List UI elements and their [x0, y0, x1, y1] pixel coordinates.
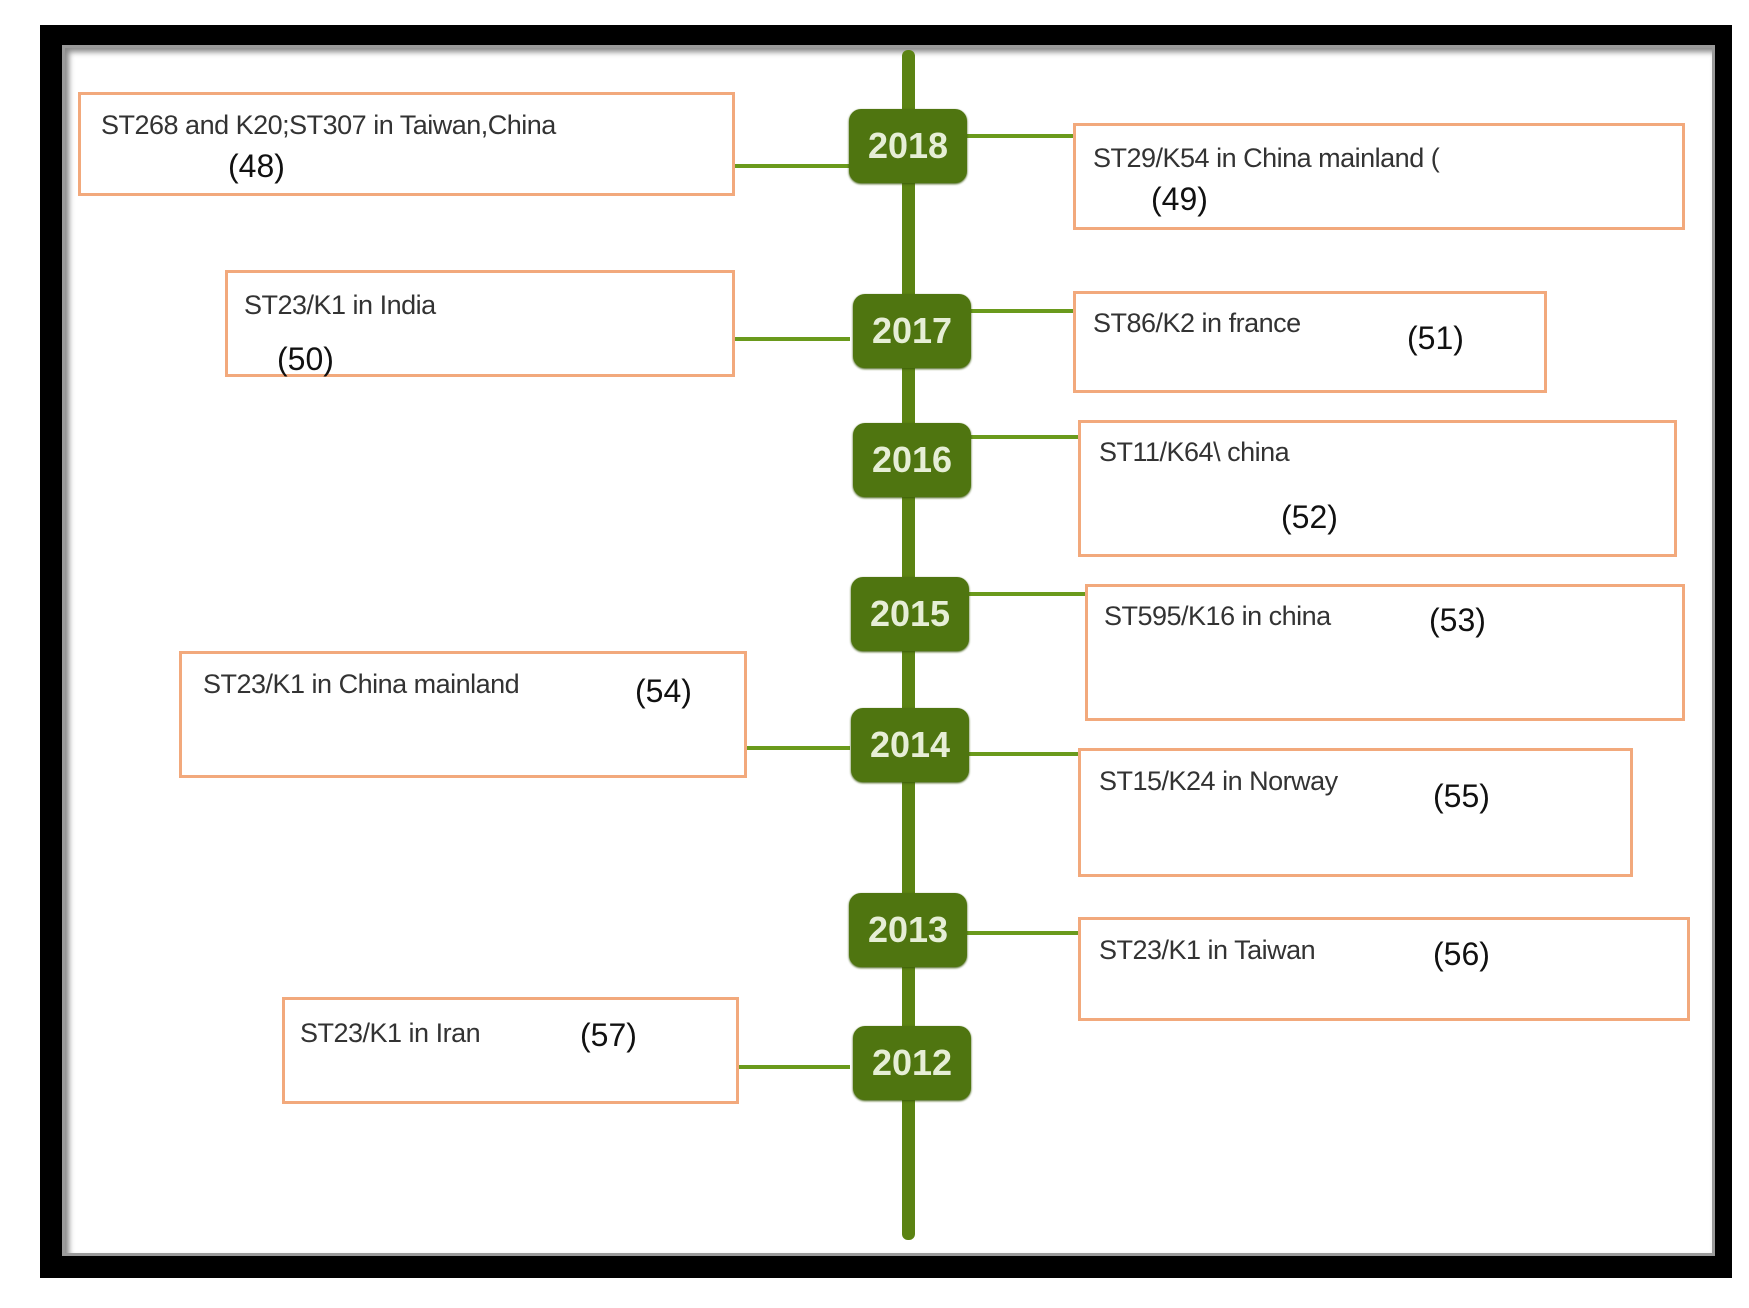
connector-49 [964, 134, 1076, 138]
year-badge-2018: 2018 [849, 109, 967, 183]
event-label: ST86/K2 in france [1093, 308, 1301, 338]
connector-51 [964, 309, 1076, 313]
year-badge-2013: 2013 [849, 893, 967, 967]
event-ref: (49) [1151, 181, 1208, 217]
event-ref: (48) [228, 148, 285, 184]
event-label: ST23/K1 in China mainland [203, 669, 520, 699]
year-badge-2016: 2016 [853, 423, 971, 497]
event-label: ST29/K54 in China mainland ( [1093, 143, 1440, 173]
connector-50 [735, 337, 850, 341]
event-ref: (53) [1429, 602, 1486, 638]
event-label: ST11/K64\ china [1099, 437, 1290, 467]
event-ref: (54) [635, 673, 692, 709]
year-badge-2014: 2014 [851, 708, 969, 782]
event-box-52 [1078, 420, 1677, 557]
event-ref: (52) [1281, 499, 1338, 535]
connector-57 [739, 1065, 850, 1069]
connector-53 [964, 592, 1088, 596]
event-box-56 [1078, 917, 1690, 1021]
event-box-54 [179, 651, 747, 778]
year-badge-2017: 2017 [853, 294, 971, 368]
event-box-51 [1073, 291, 1547, 393]
event-label: ST268 and K20;ST307 in Taiwan,China [101, 110, 556, 140]
event-ref: (56) [1433, 936, 1490, 972]
event-label: ST23/K1 in India [244, 290, 436, 320]
event-ref: (55) [1433, 778, 1490, 814]
connector-54 [747, 746, 850, 750]
event-ref: (51) [1407, 320, 1464, 356]
connector-55 [964, 752, 1081, 756]
event-label: ST15/K24 in Norway [1099, 766, 1338, 796]
event-box-50 [225, 270, 735, 377]
event-box-49 [1073, 123, 1685, 230]
event-label: ST23/K1 in Iran [300, 1018, 481, 1048]
event-box-53 [1085, 584, 1685, 721]
connector-52 [964, 435, 1081, 439]
year-badge-2015: 2015 [851, 577, 969, 651]
event-ref: (50) [277, 341, 334, 377]
event-box-55 [1078, 748, 1633, 877]
event-box-48 [78, 92, 735, 196]
event-ref: (57) [580, 1017, 637, 1053]
event-label: ST23/K1 in Taiwan [1099, 935, 1316, 965]
event-label: ST595/K16 in china [1104, 601, 1331, 631]
connector-48 [735, 164, 850, 168]
event-box-57 [282, 997, 739, 1104]
connector-56 [964, 931, 1081, 935]
year-badge-2012: 2012 [853, 1026, 971, 1100]
